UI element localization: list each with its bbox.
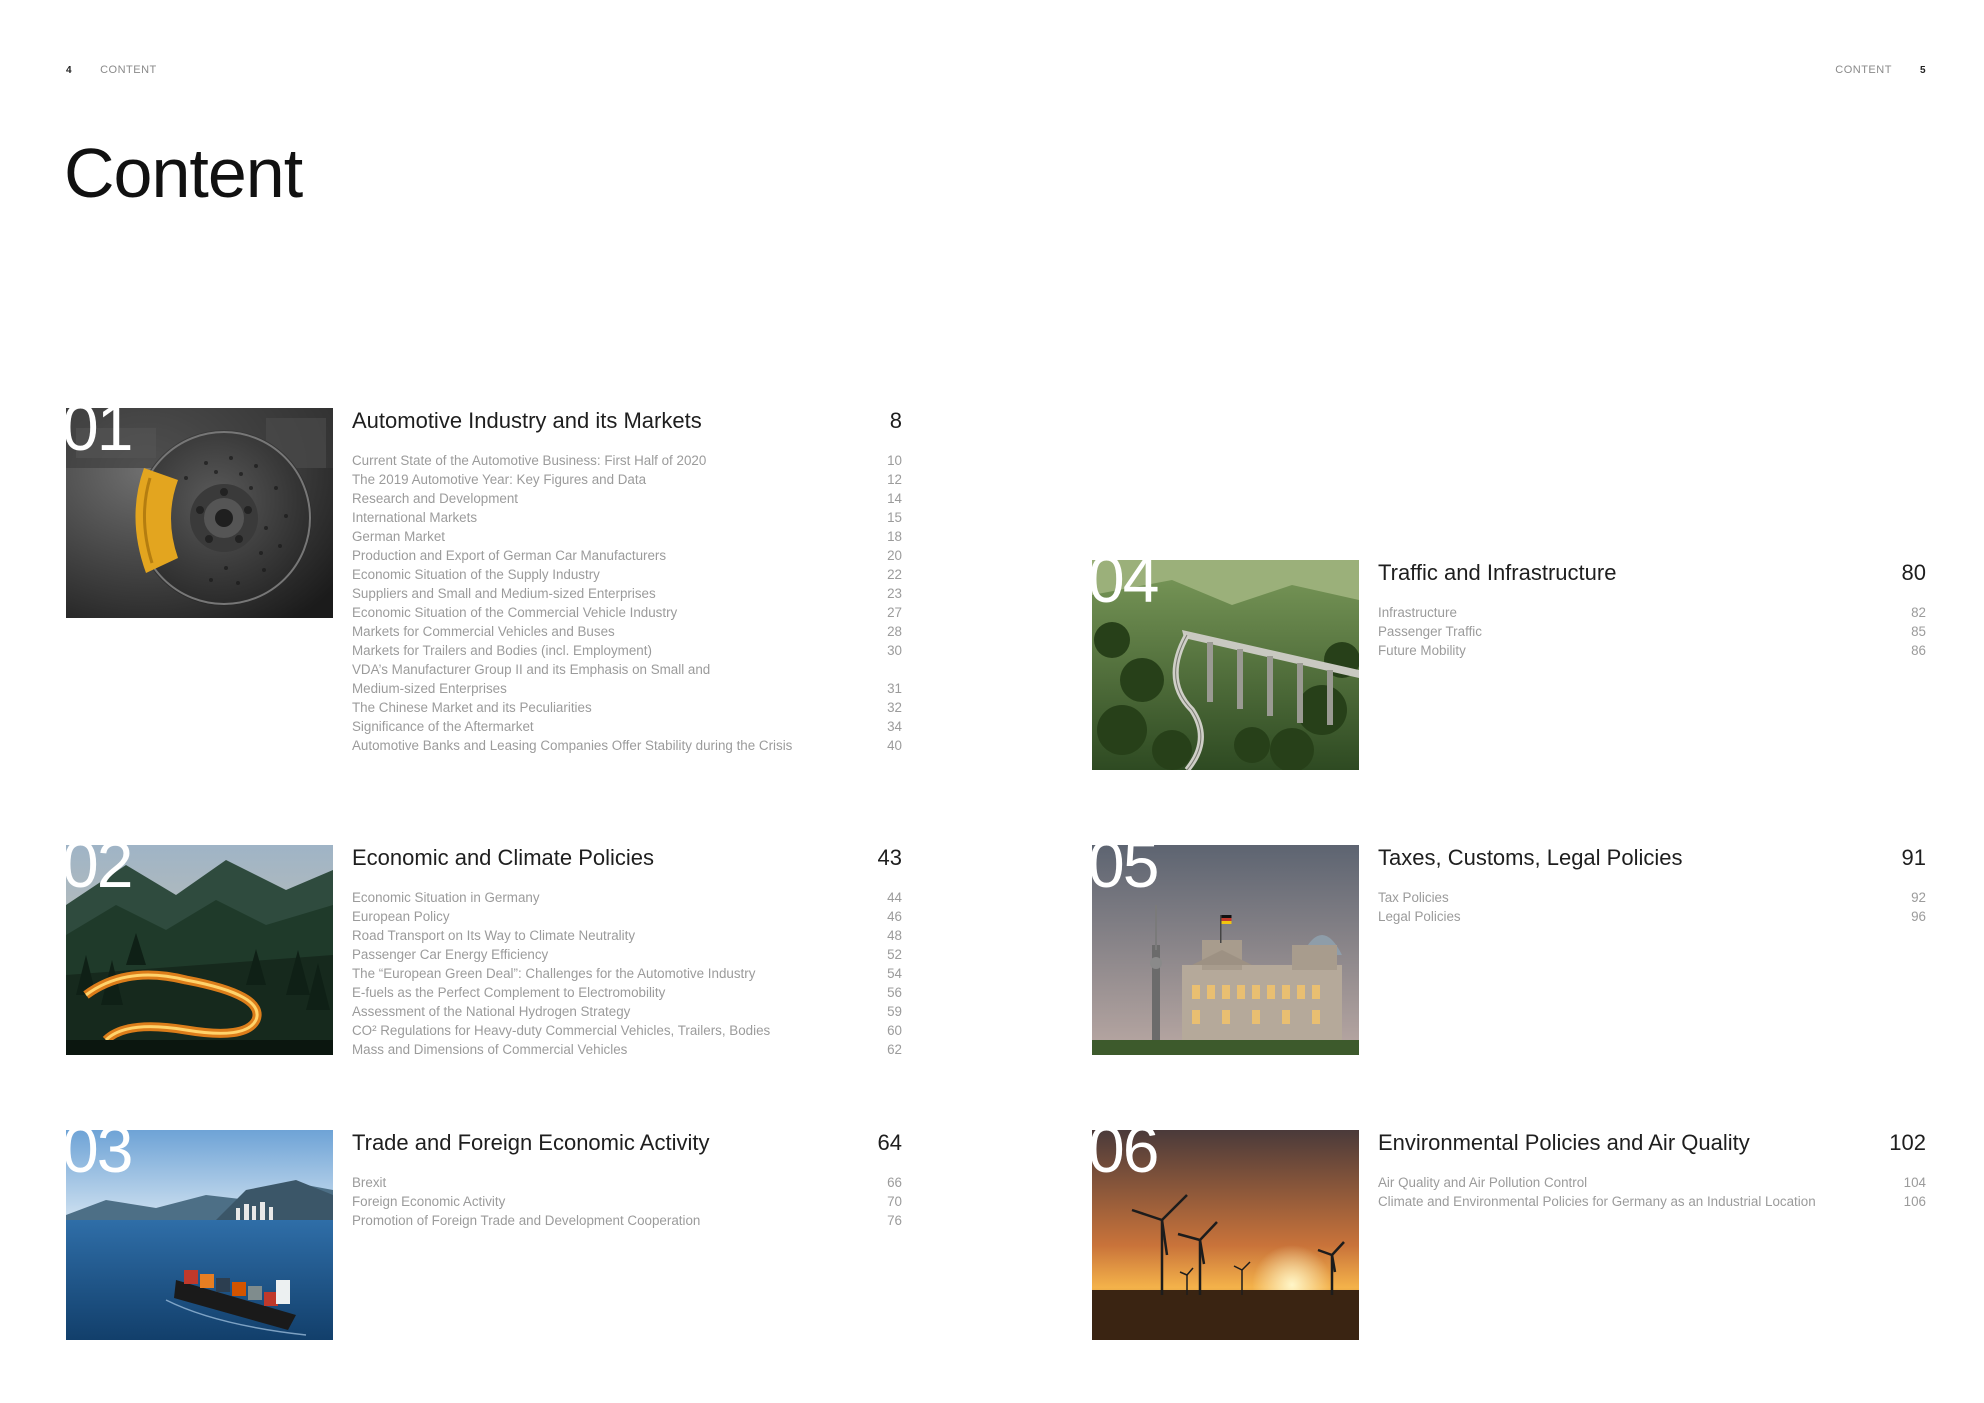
toc-item[interactable]: Road Transport on Its Way to Climate Neu… (352, 928, 902, 943)
toc-item[interactable]: Promotion of Foreign Trade and Developme… (352, 1213, 902, 1228)
running-header-right: CONTENT 5 (1835, 64, 1926, 76)
section-03-number: 03 (66, 1130, 133, 1186)
running-header-left: 4 CONTENT (66, 64, 157, 76)
section-01-page: 8 (889, 408, 902, 433)
toc-item[interactable]: Markets for Commercial Vehicles and Buse… (352, 624, 902, 639)
section-02-title: Economic and Climate Policies (352, 845, 655, 870)
section-01-image: 01 (66, 408, 333, 618)
section-05-number: 05 (1092, 845, 1159, 901)
toc-item[interactable]: Production and Export of German Car Manu… (352, 548, 902, 563)
section-01-heading[interactable]: Automotive Industry and its Markets 8 (352, 408, 902, 434)
toc-item[interactable]: Automotive Banks and Leasing Companies O… (352, 738, 902, 753)
highway-bridge-image (1092, 560, 1359, 770)
mountain-road-image (66, 845, 333, 1055)
section-03-title: Trade and Foreign Economic Activity (352, 1130, 710, 1155)
section-02-number: 02 (66, 845, 133, 901)
toc-item[interactable]: The 2019 Automotive Year: Key Figures an… (352, 472, 902, 487)
section-06-heading[interactable]: Environmental Policies and Air Quality 1… (1378, 1130, 1926, 1156)
toc-item[interactable]: E-fuels as the Perfect Complement to Ele… (352, 985, 902, 1000)
section-02-heading[interactable]: Economic and Climate Policies 43 (352, 845, 902, 871)
brake-disc-image (66, 408, 333, 618)
section-03-page: 64 (877, 1130, 902, 1155)
section-03-heading[interactable]: Trade and Foreign Economic Activity 64 (352, 1130, 902, 1156)
section-06-number: 06 (1092, 1130, 1159, 1186)
toc-item[interactable]: Suppliers and Small and Medium-sized Ent… (352, 586, 902, 601)
section-02-image: 02 (66, 845, 333, 1055)
toc-item[interactable]: Mass and Dimensions of Commercial Vehicl… (352, 1042, 902, 1057)
section-03-image: 03 (66, 1130, 333, 1340)
section-04-number: 04 (1092, 560, 1159, 616)
section-01-number: 01 (66, 408, 133, 464)
section-05-image: 05 (1092, 845, 1359, 1055)
toc-item[interactable]: The Chinese Market and its Peculiarities… (352, 700, 902, 715)
toc-item[interactable]: Assessment of the National Hydrogen Stra… (352, 1004, 902, 1019)
page-number-left: 4 (66, 65, 73, 76)
toc-item[interactable]: Markets for Trailers and Bodies (incl. E… (352, 643, 902, 658)
running-label-right: CONTENT (1835, 64, 1892, 76)
section-06-image: 06 (1092, 1130, 1359, 1340)
page-number-right: 5 (1919, 65, 1926, 76)
container-ship-image (66, 1130, 333, 1340)
section-05-page: 91 (1901, 845, 1926, 870)
section-04-page: 80 (1901, 560, 1926, 585)
section-04-title: Traffic and Infrastructure (1378, 560, 1617, 585)
toc-item[interactable]: Economic Situation of the Supply Industr… (352, 567, 902, 582)
toc-item[interactable]: Current State of the Automotive Business… (352, 453, 902, 468)
section-05-title: Taxes, Customs, Legal Policies (1378, 845, 1683, 870)
toc-item[interactable]: Economic Situation of the Commercial Veh… (352, 605, 902, 620)
toc-item[interactable]: VDA’s Manufacturer Group II and its Emph… (352, 662, 711, 677)
wind-turbines-image (1092, 1130, 1359, 1340)
page-title: Content (64, 134, 303, 212)
running-label-left: CONTENT (100, 64, 157, 76)
toc-item[interactable]: CO² Regulations for Heavy-duty Commercia… (352, 1023, 902, 1038)
section-05-heading[interactable]: Taxes, Customs, Legal Policies 91 (1378, 845, 1926, 871)
section-02-page: 43 (877, 845, 902, 870)
toc-item[interactable]: Climate and Environmental Policies for G… (1378, 1194, 1926, 1209)
section-04-heading[interactable]: Traffic and Infrastructure 80 (1378, 560, 1926, 586)
section-04-image: 04 (1092, 560, 1359, 770)
reichstag-image (1092, 845, 1359, 1055)
toc-item[interactable]: The “European Green Deal”: Challenges fo… (352, 966, 902, 981)
section-01-items: Current State of the Automotive Business… (352, 451, 902, 755)
section-01-title: Automotive Industry and its Markets (352, 408, 702, 433)
section-06-title: Environmental Policies and Air Quality (1378, 1130, 1750, 1155)
section-06-page: 102 (1889, 1130, 1926, 1155)
